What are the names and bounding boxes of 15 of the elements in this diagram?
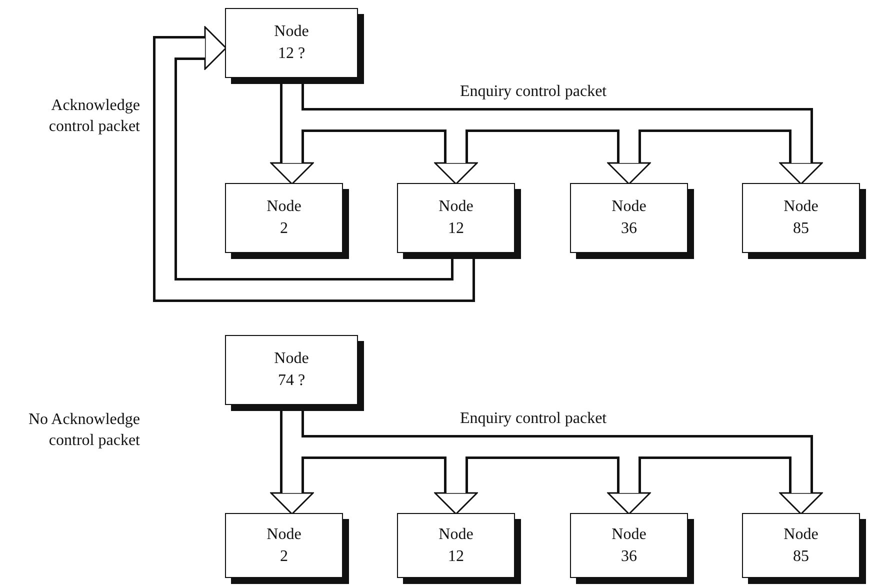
edge-label: Acknowledge control packet [48, 96, 140, 137]
node-label: Node 12 [438, 524, 474, 566]
hollow-arrow [153, 26, 475, 302]
node-label: Node 85 [782, 197, 820, 239]
edge-label: Enquiry control packet [460, 82, 607, 102]
node-label: Node 12 ? [273, 22, 310, 64]
node-label: Node 36 [610, 524, 648, 566]
node-label: Node 2 [266, 197, 302, 239]
edge-label: Enquiry control packet [460, 409, 607, 429]
node-label: Node 85 [782, 524, 820, 566]
node-label: Node 12 [438, 197, 474, 239]
node-label: Node 36 [610, 197, 648, 239]
annotation-text: No Acknowledge control packet [27, 410, 140, 451]
node-label: Node 2 [266, 524, 302, 566]
node-label: Node 74 ? [273, 349, 310, 391]
